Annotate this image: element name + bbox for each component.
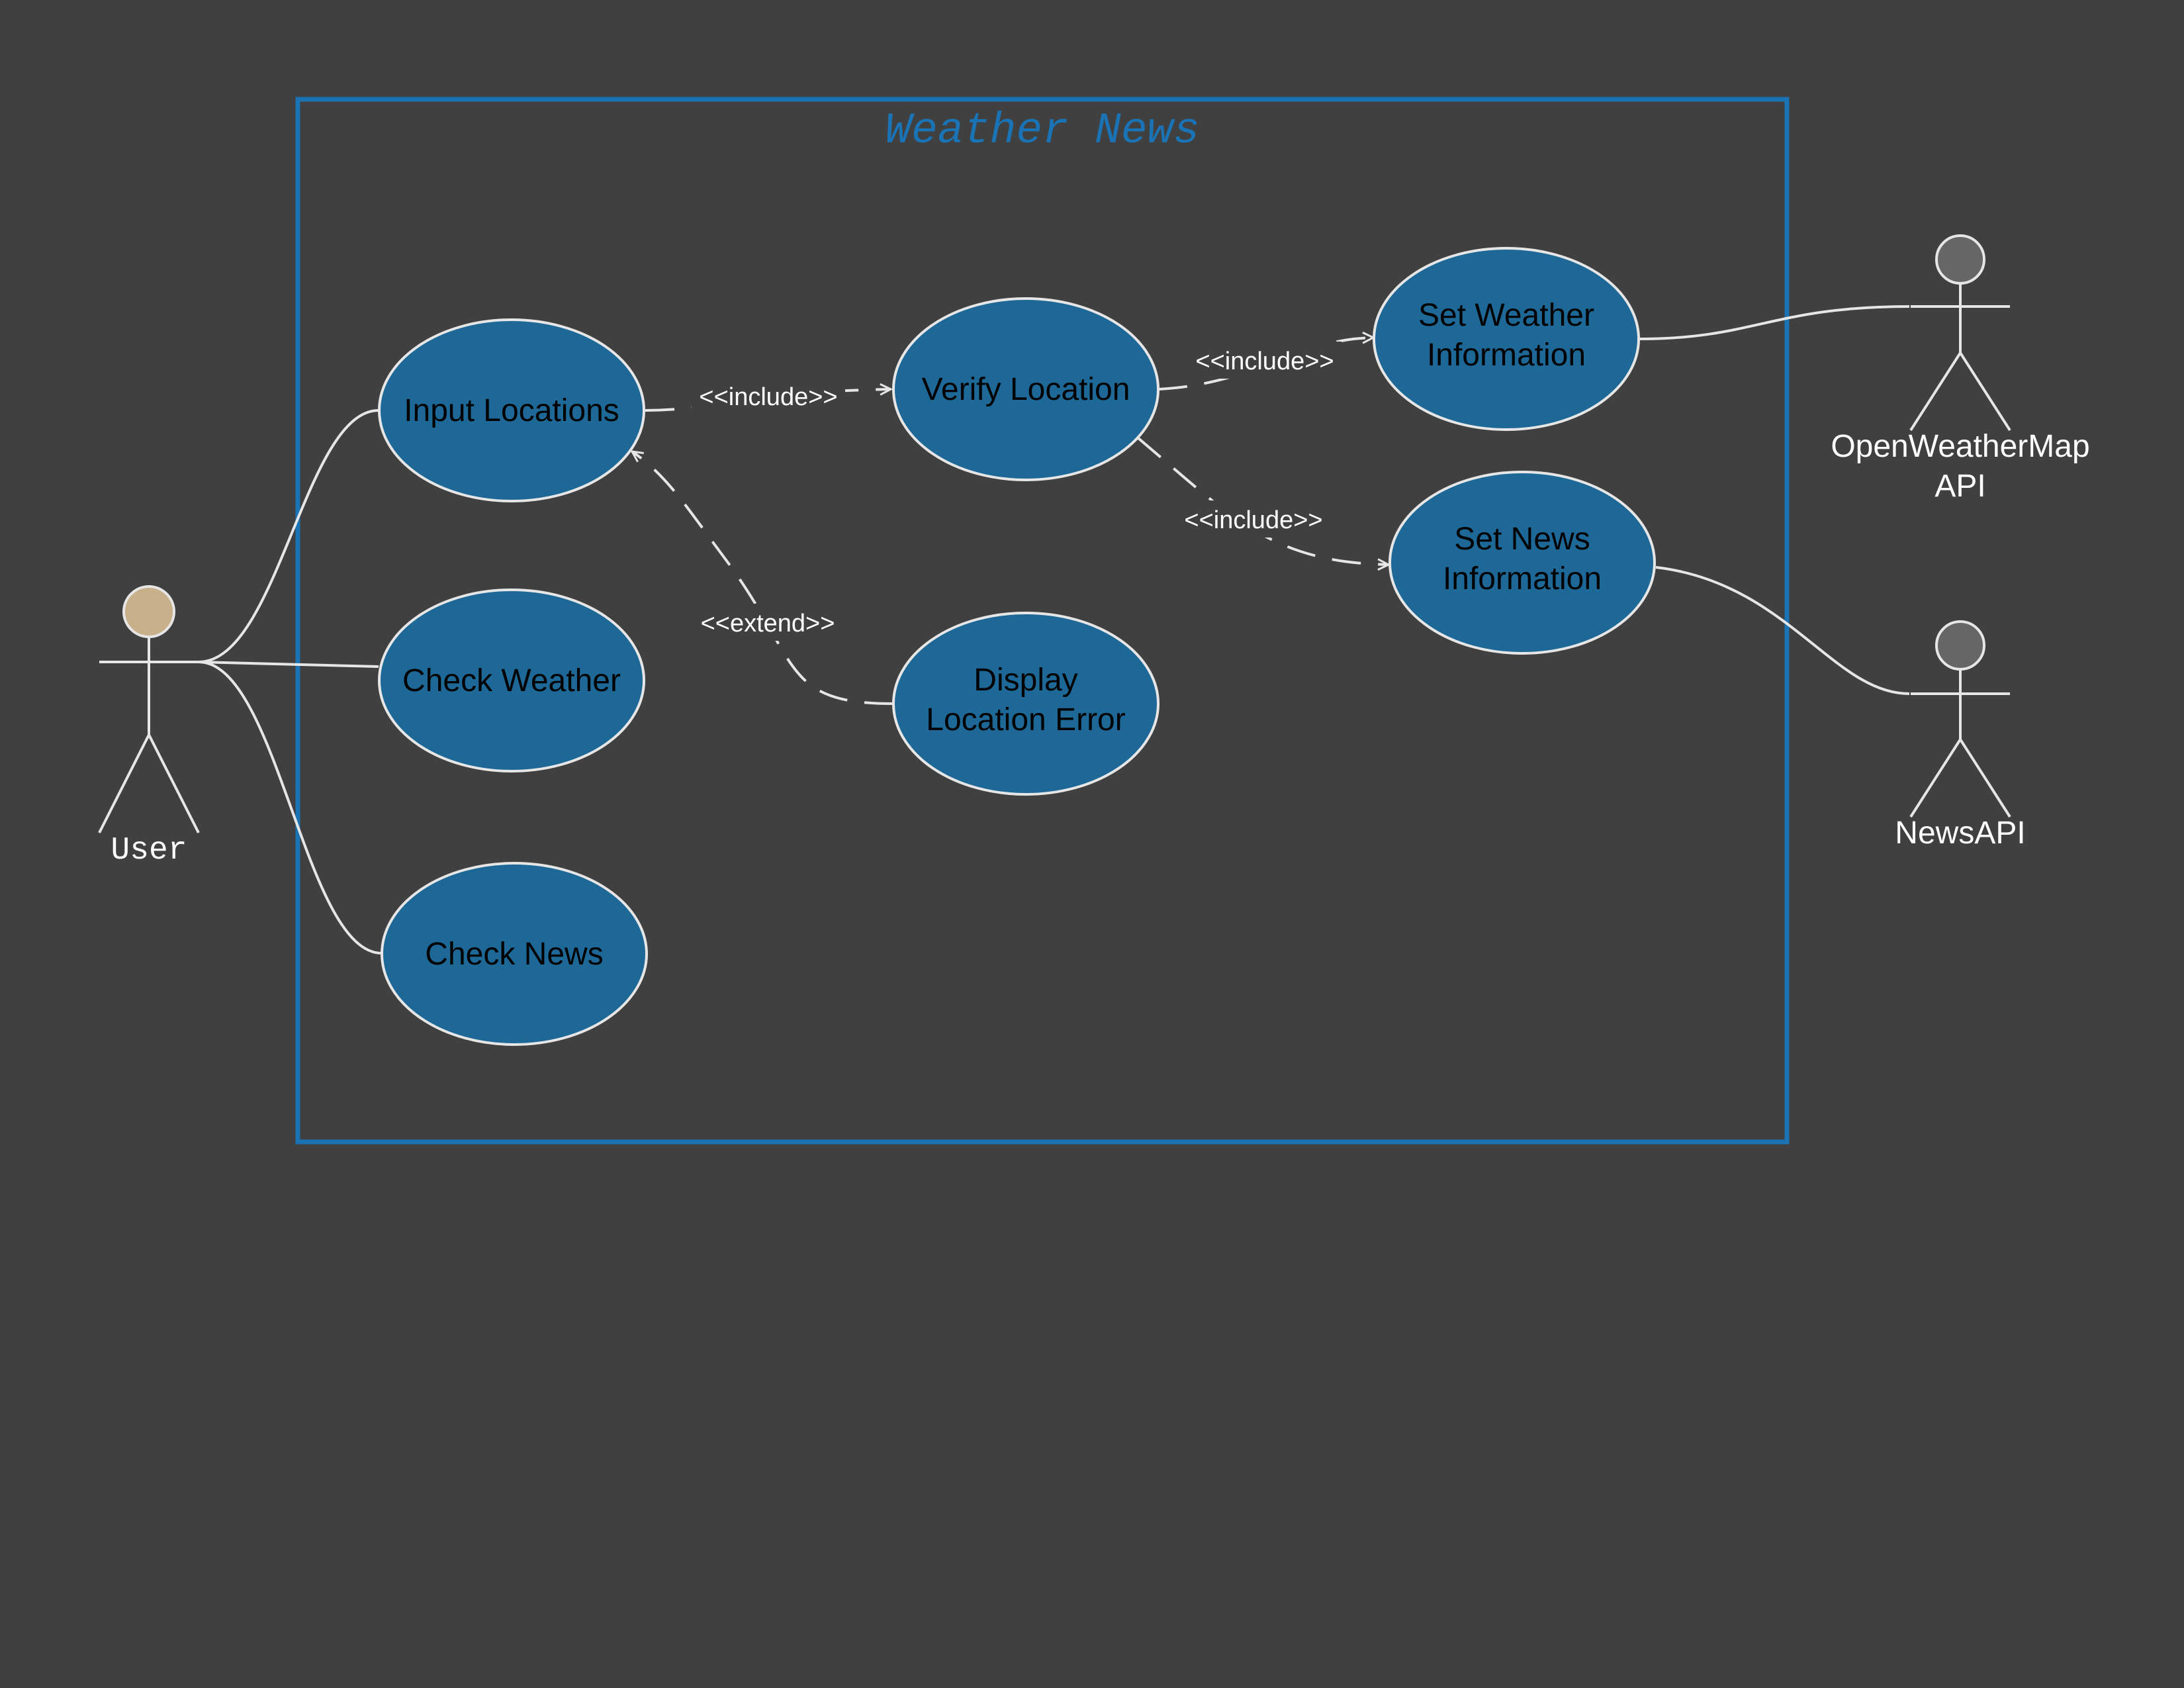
use-case-label: Input Locations: [404, 393, 619, 428]
association-user-check-news: [198, 661, 383, 955]
use-case-label-line-2: Information: [1427, 338, 1586, 373]
system-boundary: [295, 97, 1790, 1145]
use-case-label: Check News: [425, 937, 603, 972]
actor-user[interactable]: User: [98, 585, 200, 868]
actor-newsapi[interactable]: NewsAPI: [1895, 620, 2026, 851]
use-case-display-location-error[interactable]: Display Location Error: [892, 612, 1160, 796]
association-user-input-locations: [198, 409, 379, 663]
use-case-check-weather[interactable]: Check Weather: [378, 588, 645, 773]
actor-label-line-2: API: [1934, 469, 1985, 504]
use-case-label-line-2: Information: [1443, 561, 1602, 596]
use-case-label: Check Weather: [402, 663, 621, 698]
association-set-news-newsapi: [1655, 566, 1910, 695]
stick-figure-icon: [1909, 283, 2011, 432]
association-set-weather-openweathermap: [1639, 305, 1910, 340]
association-user-check-weather: [198, 661, 379, 668]
actor-label: User: [111, 833, 187, 868]
actor-label: NewsAPI: [1895, 816, 2025, 851]
use-case-verify-location[interactable]: Verify Location: [892, 297, 1160, 481]
actor-label-line-1: OpenWeatherMap: [1831, 429, 2089, 464]
use-case-label-line-2: Location Error: [926, 702, 1125, 737]
stick-figure-icon: [98, 637, 200, 833]
actor-head: [122, 585, 175, 638]
use-case-input-locations[interactable]: Input Locations: [378, 318, 645, 502]
label-include-2: <<include>>: [1195, 348, 1334, 375]
actor-head: [1935, 234, 1985, 285]
label-include-3: <<include>>: [1184, 506, 1322, 534]
actor-head: [1935, 620, 1985, 671]
use-case-set-news-information[interactable]: Set News Information: [1388, 471, 1656, 655]
label-extend-1: <<extend>>: [701, 610, 835, 637]
use-case-label-line-1: Set Weather: [1418, 298, 1594, 333]
stick-figure-icon: [1909, 669, 2011, 818]
use-case-label-line-1: Set News: [1454, 522, 1590, 557]
use-case-label-line-1: Display: [974, 663, 1077, 698]
use-case-set-weather-information[interactable]: Set Weather Information: [1373, 247, 1640, 431]
use-case-label: Verify Location: [922, 372, 1130, 407]
extend-display-error-to-input: [632, 451, 894, 705]
system-title: Weather News: [885, 106, 1199, 156]
use-case-check-news[interactable]: Check News: [381, 862, 648, 1046]
label-include-1: <<include>>: [699, 383, 837, 411]
actor-openweathermap-api[interactable]: OpenWeatherMap API: [1831, 234, 2090, 504]
